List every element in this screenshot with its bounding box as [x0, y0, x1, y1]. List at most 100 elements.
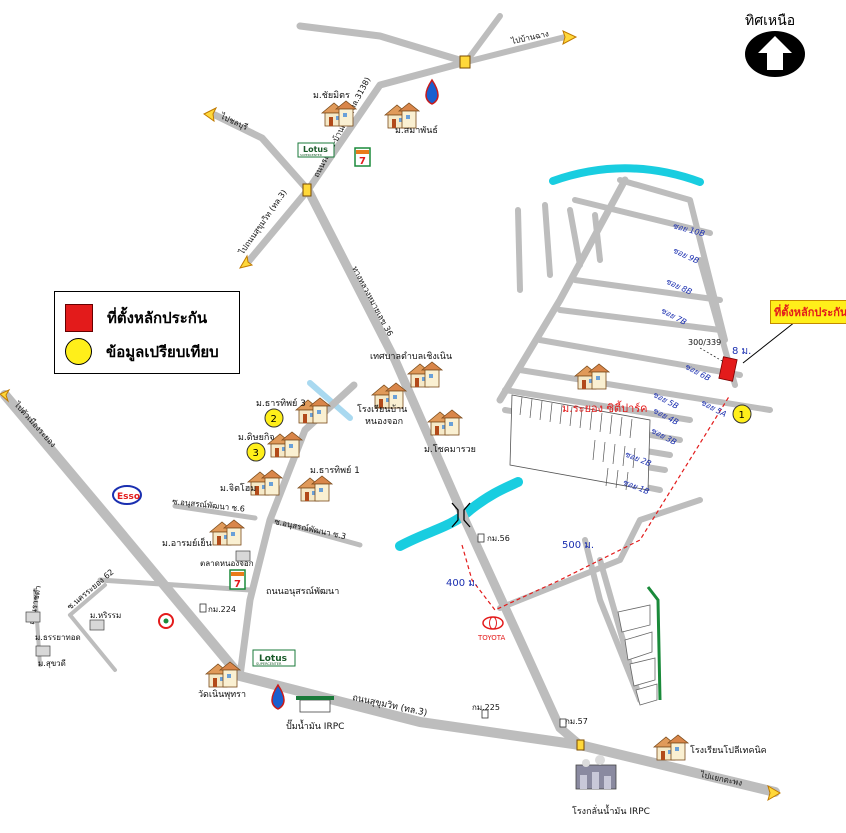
house-icon: [427, 409, 463, 436]
subject-frontage: 8 ม.: [732, 346, 751, 357]
svg-text:SUPERCENTER: SUPERCENTER: [256, 662, 282, 666]
water-features: [307, 164, 704, 701]
soi-9b: ซอย 9B: [671, 246, 700, 266]
distance-400m: 400 ม.: [446, 578, 478, 589]
polytech-icon: [653, 734, 689, 761]
label-m-sukhawadee: ม.สุขวดี: [38, 659, 66, 668]
label-irpc-gas: ปั๊มน้ำมัน IRPC: [286, 719, 344, 732]
label-highway-36: ทางหลวงหมายเลข 36: [350, 265, 394, 338]
legend-label-comparable: ข้อมูลเปรียบเทียบ: [106, 342, 219, 361]
label-soi3: ซ.อนุสรณ์พัฒนา ซ.3: [274, 516, 347, 541]
municipal-office-icon: [407, 361, 443, 388]
comparable-3-number: 3: [253, 448, 259, 459]
road-soi-5b: [502, 387, 693, 423]
canal-small: [307, 380, 353, 421]
traffic-signal-icons: [302, 55, 585, 751]
project-name: ม.ระยอง ซิตี้ปาร์ค: [562, 400, 648, 415]
svg-text:7: 7: [234, 579, 241, 590]
road-soi3: [267, 517, 363, 548]
road-soi-8b: [572, 277, 723, 303]
comparable-markers: 1 2 3: [246, 404, 752, 462]
lotus-logo-icons: Lotus SUPERCENTER Lotus SUPERCENTER: [252, 142, 335, 667]
road-sub-spine: [496, 176, 629, 404]
distance-500m: 500 ม.: [562, 540, 594, 551]
subject-callout: ที่ตั้งหลักประกัน: [770, 300, 846, 324]
road-to-chonburi: [211, 111, 312, 194]
svg-text:Lotus: Lotus: [259, 654, 287, 664]
road-ban-chang: [463, 34, 568, 65]
road-to-sukhumvit-upper: [244, 186, 312, 266]
pt-logo-icon: [158, 613, 174, 629]
road-anusorn-spur: [97, 577, 253, 593]
comparable-1-number: 1: [739, 410, 745, 421]
small-house-icon: [89, 619, 105, 631]
river-center: [395, 477, 523, 551]
traffic-light-icon: [576, 739, 585, 751]
road-sub-1: [515, 207, 523, 293]
road-soi-5a: [517, 367, 773, 413]
subject-address: 300/339: [688, 338, 721, 347]
traffic-light-icon: [459, 55, 471, 69]
subject-marker: [718, 356, 738, 382]
label-to-maptaphut: ไปแยกตะพง: [699, 770, 743, 788]
label-m-thanthip3: ม.ธารทิพย์ 3: [256, 397, 306, 409]
road-local-c: [68, 583, 107, 617]
label-km56: กม.56: [487, 534, 510, 543]
label-m-aromyen: ม.อารมย์เย็น: [162, 536, 212, 549]
arrow-ban-chang-icon: [562, 30, 578, 46]
road-top-branch-b: [463, 13, 503, 65]
road-soi-10b: [572, 197, 713, 236]
road-soi6: [172, 503, 258, 521]
label-to-mueang-rayong: ไปตัวเมืองระยอง: [12, 400, 58, 450]
road-sub-4: [592, 212, 603, 263]
yellow-circle-icon: [65, 338, 92, 365]
road-top-branch-a: [296, 22, 470, 66]
red-square-icon: [65, 304, 93, 332]
comparable-2-number: 2: [271, 414, 277, 425]
direction-arrows: [0, 30, 781, 802]
label-m-sarosathorn: ม.ธรรยาทอด: [35, 633, 81, 642]
road-east-down: [582, 537, 643, 703]
road-highway-36: [303, 185, 585, 750]
label-tessaban: เทศบาลตำบลเชิงเนิน: [370, 351, 452, 362]
road-soi-9b: [617, 177, 728, 343]
legend-label-subject: ที่ตั้งหลักประกัน: [107, 309, 208, 327]
bridge-icon: [451, 502, 471, 528]
place-labels: ม.ชัยมิตร ม.สมาพันธ์ เทศบาลตำบลเชิงเนิน …: [35, 90, 767, 817]
house-icon: [321, 100, 357, 127]
label-km224: กม.224: [208, 605, 236, 614]
label-polytech: โรงเรียนโปลีเทคนิค: [690, 745, 767, 756]
gas-drop-icon: [271, 683, 285, 710]
label-m-jithome: ม.จิตโฮม: [220, 483, 256, 494]
label-school-nongjok-2: หนองจอก: [365, 417, 403, 427]
house-icon: [297, 475, 333, 502]
road-east-access: [497, 497, 703, 611]
north-label: ทิศเหนือ: [745, 13, 796, 29]
label-m-ditakit: ม.ดิษยกิจ: [238, 432, 275, 443]
gas-station-icons: [271, 78, 439, 713]
arrow-sukhumvit-upper-icon: [238, 254, 254, 269]
refinery-icon: [575, 755, 617, 790]
km-post-icons: [199, 533, 567, 728]
housing-lots: [509, 394, 658, 706]
esso-logo-icon: Esso: [112, 485, 142, 505]
label-km57: กม.57: [565, 717, 588, 726]
small-house-icon: [25, 611, 41, 623]
label-school-nongjok-1: โรงเรียนบ้าน: [357, 404, 407, 415]
small-house-icon: [35, 645, 51, 657]
label-m-chokmarui: ม.โชคมารวย: [424, 444, 476, 455]
temple-icon: [205, 661, 241, 688]
label-soi-nakhon: ซ.นครระยอง 62: [66, 567, 116, 611]
arrow-maptaphut-icon: [767, 784, 781, 802]
label-talad-nongjok: ตลาดหนองจอก: [200, 559, 254, 568]
road-sub-3: [567, 207, 583, 268]
map-legend: ที่ตั้งหลักประกัน ข้อมูลเปรียบเทียบ: [54, 291, 240, 374]
label-irpc-refinery: โรงกลั่นน้ำมัน IRPC: [572, 804, 650, 817]
house-icon: [209, 519, 245, 546]
label-m-thanthip1: ม.ธารทิพย์ 1: [310, 464, 360, 476]
arrow-mueang-icon: [0, 388, 11, 403]
label-wat: วัดเนินพุทรา: [198, 689, 246, 700]
north-arrow-icon: [745, 31, 805, 77]
label-km225: กม.225: [472, 703, 500, 712]
